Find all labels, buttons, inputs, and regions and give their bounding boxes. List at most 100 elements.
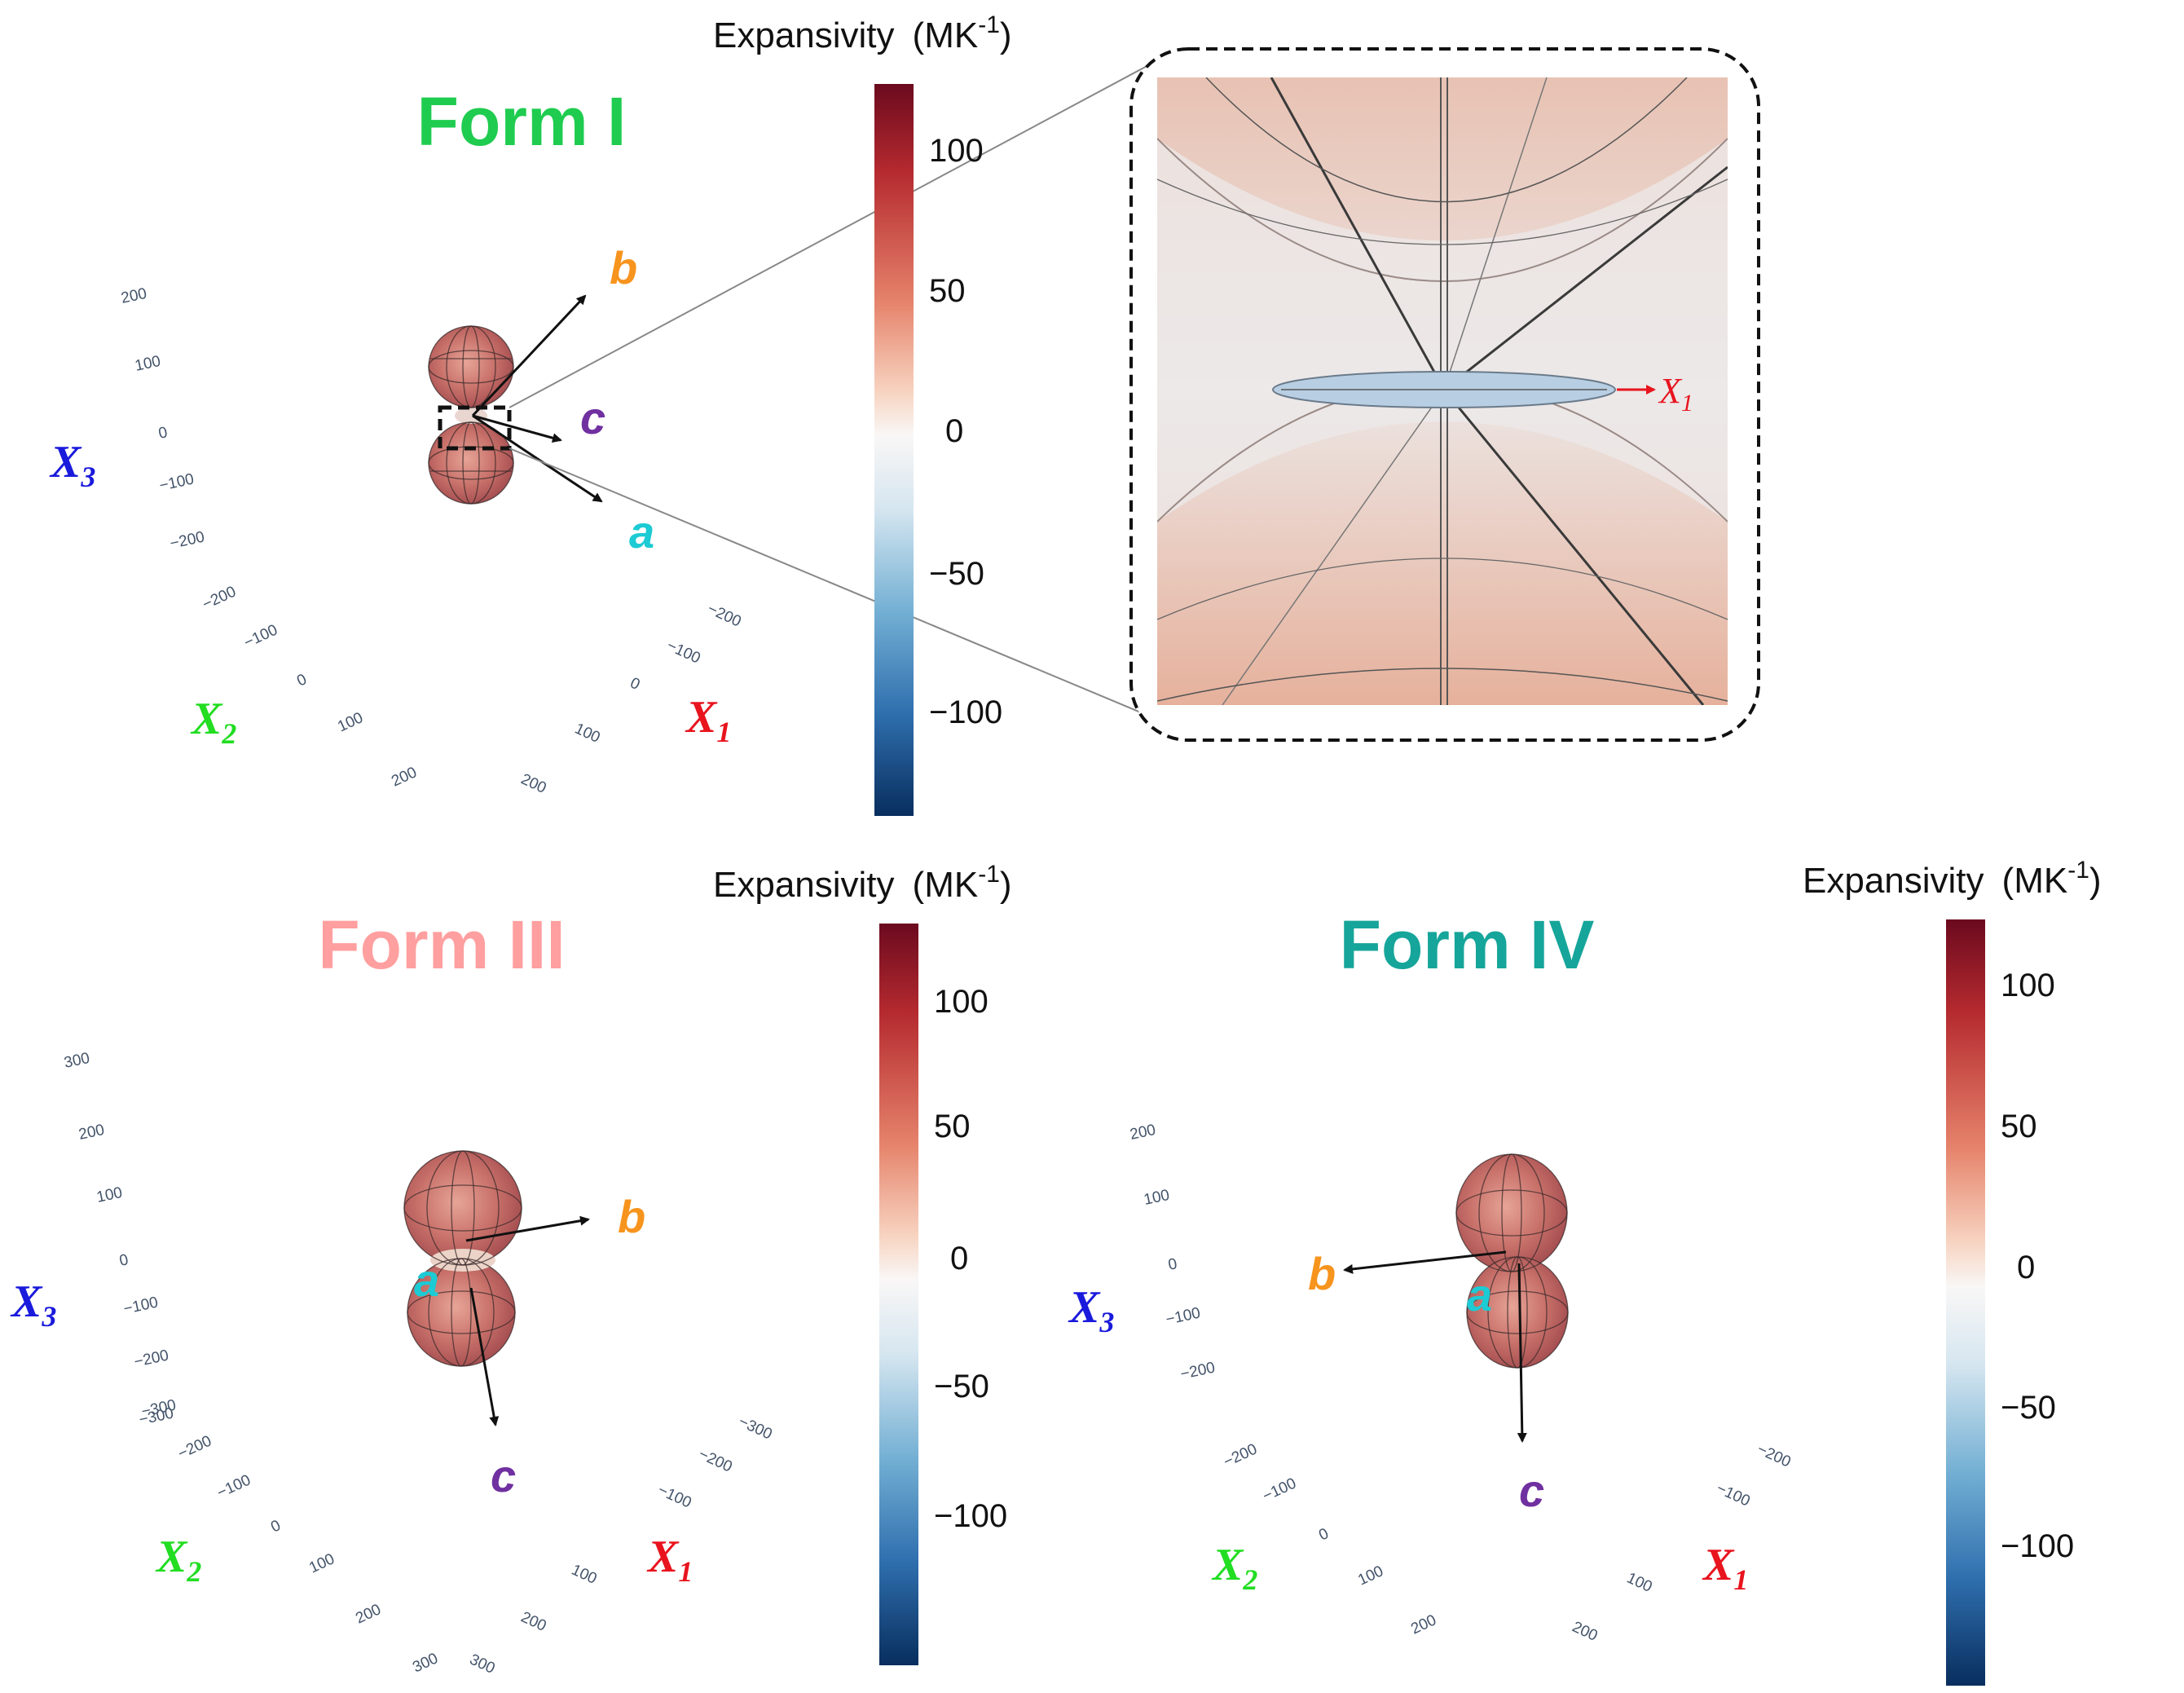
tick-label: 100 — [569, 1561, 600, 1587]
colorbar-tick: −100 — [2001, 1528, 2074, 1564]
colorbar-tick: 100 — [929, 133, 984, 169]
tick-label: 200 — [120, 285, 148, 307]
tick-label: 100 — [306, 1550, 337, 1576]
tick-label: 200 — [389, 764, 420, 790]
panel-title: Form III — [318, 906, 565, 983]
tick-label: 100 — [1624, 1569, 1655, 1595]
tick-label: −300 — [736, 1413, 775, 1443]
tick-label: 0 — [157, 424, 170, 443]
x1-axis-label: X1 — [1702, 1540, 1748, 1596]
x2-axis-label: X2 — [155, 1532, 201, 1588]
colorbar-bar — [879, 924, 918, 1665]
panel-title: Form I — [417, 83, 627, 160]
tick-label: 0 — [118, 1251, 130, 1270]
x2-tick-labels: −200 −100 0 100 200 300 — [175, 1432, 441, 1676]
colorbar-tick: −100 — [929, 694, 1002, 730]
colorbar-title: Expansivity(MK-1) — [1803, 857, 2102, 901]
tick-label: 100 — [572, 720, 603, 746]
tick-label: 200 — [518, 770, 549, 796]
colorbar-tick: 50 — [929, 273, 966, 309]
tick-label: 0 — [294, 671, 309, 690]
tick-label: −200 — [696, 1445, 735, 1475]
panel-form-4: Form IV 200 100 0 −100 −200 −200 −100 0 … — [1068, 857, 2102, 1686]
zoom-box — [438, 405, 512, 451]
x1-tick-labels: −200 −100 100 200 — [1570, 1440, 1794, 1644]
tick-label: −200 — [1221, 1440, 1260, 1470]
colorbar-form-4: Expansivity(MK-1) 100 50 0 −50 −100 — [1803, 857, 2102, 1686]
tick-label: −100 — [241, 621, 280, 651]
tick-label: 200 — [353, 1601, 384, 1627]
tick-label: 200 — [1129, 1122, 1157, 1144]
x3-tick-labels: 200 100 0 −100 −200 — [120, 285, 206, 553]
colorbar-form-3: Expansivity(MK-1) 100 50 0 −50 −100 — [713, 861, 1012, 1665]
x1-axis-label: X1 — [685, 692, 731, 748]
colorbar-tick: 0 — [2017, 1250, 2035, 1285]
tick-label: 100 — [1355, 1563, 1386, 1589]
expansivity-surface — [1455, 1153, 1569, 1369]
x2-tick-labels: −200 −100 0 100 200 — [200, 583, 420, 790]
x1-axis-label: X1 — [646, 1532, 693, 1588]
x2-axis-label: X2 — [1211, 1540, 1257, 1596]
x3-tick-labels: 200 100 0 −100 −200 — [1129, 1122, 1217, 1383]
tick-label: −100 — [214, 1471, 253, 1501]
tick-label: −200 — [175, 1432, 214, 1462]
colorbar-tick: −50 — [2001, 1390, 2056, 1426]
tick-label: −200 — [133, 1347, 170, 1370]
colorbar-tick: −50 — [934, 1369, 989, 1404]
inset-x1-label: X1 — [1658, 371, 1693, 417]
panel-title: Form IV — [1340, 906, 1595, 983]
tick-label: −100 — [1714, 1479, 1753, 1510]
tick-label: −200 — [705, 600, 744, 630]
colorbar-form-1: Expansivity(MK-1) 100 50 0 −50 −100 — [713, 11, 1012, 816]
expansivity-surface — [428, 325, 514, 505]
tick-label: 300 — [410, 1650, 441, 1676]
x2-tick-labels: −200 −100 0 100 200 — [1221, 1440, 1439, 1638]
vector-c-arrow — [472, 414, 562, 443]
colorbar-tick: 0 — [945, 413, 963, 449]
colorbar-tick: 50 — [2001, 1109, 2037, 1144]
panel-form-1: Form I 200 100 0 −100 −200 −200 −100 0 1… — [49, 11, 1760, 816]
tick-label: 0 — [1167, 1255, 1179, 1274]
tick-label: 100 — [95, 1184, 124, 1206]
tick-label: −100 — [1260, 1475, 1299, 1505]
tick-label: −200 — [1179, 1359, 1217, 1382]
tick-label: 100 — [134, 353, 162, 375]
zoom-line-top — [509, 56, 1165, 408]
x3-tick-labels: 300 200 100 0 −100 −200 −300 −300 — [63, 1050, 178, 1429]
colorbar-title: Expansivity(MK-1) — [713, 11, 1012, 55]
vector-b-label: b — [1308, 1248, 1336, 1299]
tick-label: −100 — [655, 1481, 694, 1511]
tick-label: −100 — [664, 637, 703, 667]
tick-label: 0 — [627, 674, 642, 694]
colorbar-bar — [874, 84, 914, 816]
zoom-line-bottom — [509, 447, 1192, 734]
vector-c-label: c — [1519, 1465, 1544, 1516]
x3-axis-label: X3 — [10, 1276, 56, 1333]
tick-label: 200 — [518, 1608, 549, 1634]
tick-label: −200 — [169, 528, 206, 552]
tick-label: −200 — [200, 583, 239, 613]
tick-label: 0 — [1316, 1525, 1331, 1545]
colorbar-tick: 0 — [950, 1241, 968, 1276]
tick-label: 100 — [1143, 1187, 1171, 1209]
tick-label: 100 — [335, 709, 366, 735]
inset-zoom: X1 — [1129, 47, 1760, 742]
tick-label: 200 — [77, 1122, 106, 1144]
vector-b-arrow — [465, 1215, 590, 1242]
colorbar-title: Expansivity(MK-1) — [713, 861, 1012, 905]
vector-c-arrow — [1517, 1263, 1527, 1443]
tick-label: 200 — [1408, 1611, 1439, 1638]
colorbar-tick: 100 — [2001, 968, 2055, 1003]
vector-c-label: c — [491, 1450, 516, 1501]
tick-label: 300 — [63, 1050, 91, 1072]
tick-label: 0 — [268, 1517, 283, 1536]
vector-b-arrow — [471, 294, 587, 417]
vector-b-label: b — [618, 1191, 645, 1242]
vector-a-arrow — [472, 414, 603, 503]
vector-a-label: a — [1467, 1269, 1492, 1320]
colorbar-tick: −100 — [934, 1498, 1007, 1534]
vector-b-label: b — [610, 242, 637, 293]
tick-label: −200 — [1755, 1440, 1794, 1470]
tick-label: −100 — [1165, 1304, 1202, 1328]
x2-axis-label: X2 — [190, 694, 236, 750]
